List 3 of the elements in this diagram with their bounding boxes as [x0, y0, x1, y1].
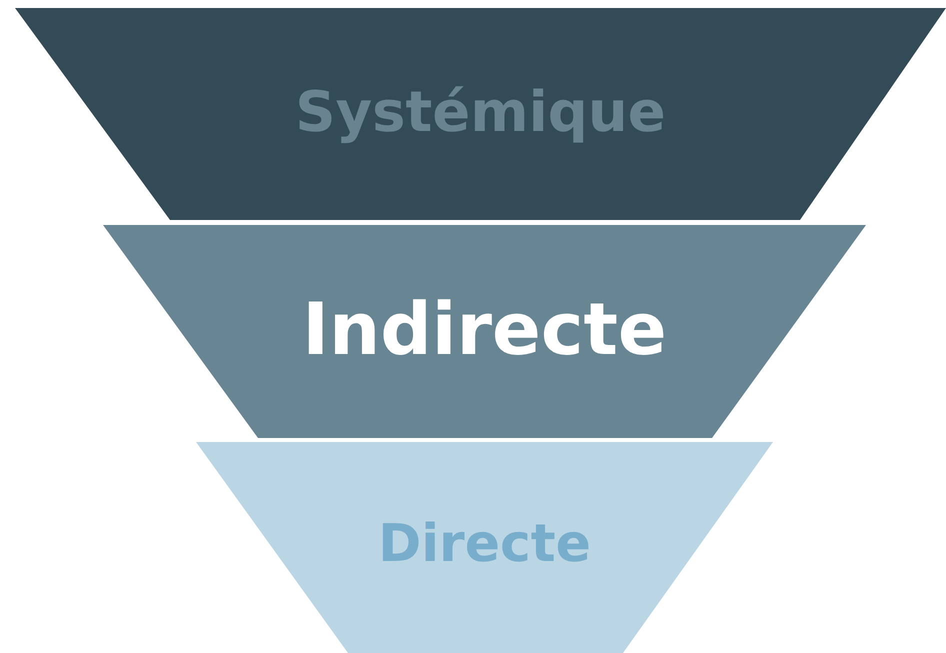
segment-label: Indirecte: [302, 287, 667, 371]
segment-label: Systémique: [295, 80, 666, 145]
segment-label: Directe: [378, 514, 591, 574]
